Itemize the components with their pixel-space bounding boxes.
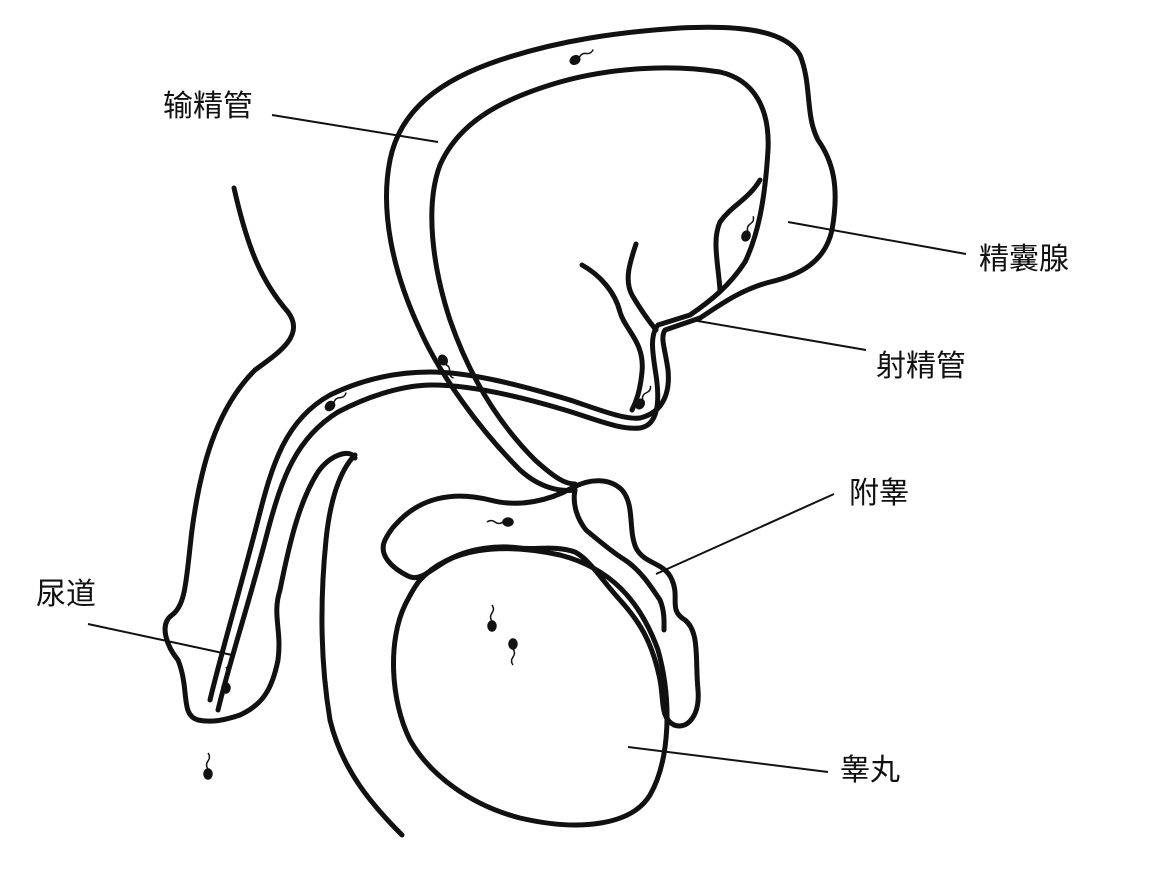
sperm-icon	[221, 666, 231, 694]
label-vas-deferens: 输精管	[163, 89, 253, 124]
label-epididymis: 附睾	[849, 476, 909, 511]
leader-urethra	[87, 623, 233, 656]
urethra-inner	[215, 65, 771, 713]
leader-seminal-vesicle	[787, 221, 967, 255]
sperm-icon	[741, 216, 755, 242]
epididymis-inner	[571, 487, 667, 633]
body-outline	[162, 185, 296, 724]
seminal-vesicle-lobe	[713, 177, 763, 293]
sperm-icon	[324, 392, 347, 412]
sperm-icon	[487, 604, 497, 632]
leader-ejaculatory-duct	[691, 319, 867, 351]
testis-outline	[391, 546, 670, 828]
sperm-icon	[569, 49, 594, 66]
label-urethra: 尿道	[36, 577, 96, 612]
label-ejaculatory-duct: 射精管	[876, 349, 966, 384]
urethra-outer	[207, 24, 838, 703]
leader-vas-deferens	[271, 114, 439, 143]
penis-tip	[237, 451, 358, 718]
sperm-icon	[486, 517, 514, 527]
leader-epididymis	[655, 493, 835, 575]
sperm-icon	[437, 354, 454, 379]
ejaculatory-branch-2	[625, 241, 659, 333]
epididymis-outline	[380, 478, 701, 729]
label-testis: 睾丸	[840, 753, 900, 788]
ejaculatory-branch-1	[579, 262, 645, 413]
sperm-icon	[203, 752, 213, 780]
thigh-line	[319, 452, 405, 838]
sperm-icon	[508, 638, 518, 666]
label-seminal-vesicle: 精囊腺	[979, 242, 1069, 277]
leader-testis	[627, 746, 829, 773]
sperm-icon	[634, 385, 652, 410]
